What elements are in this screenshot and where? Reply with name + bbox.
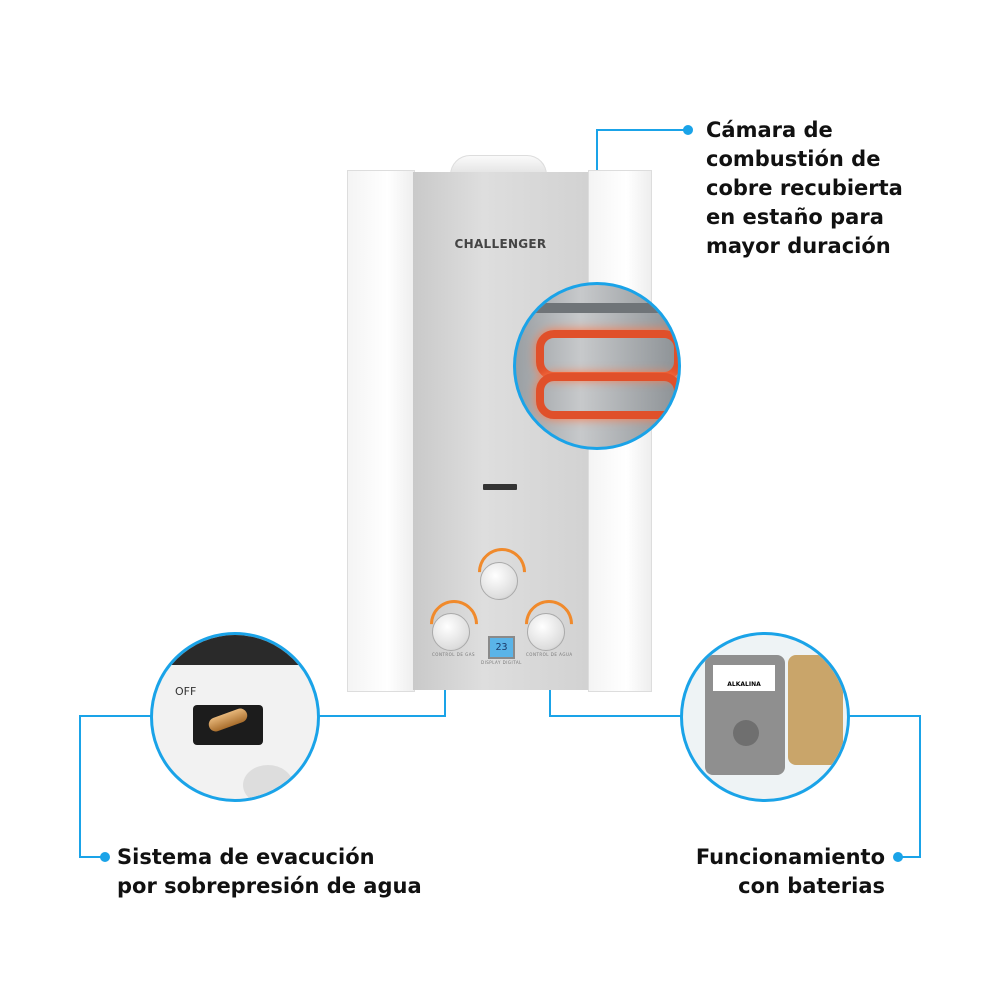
digital-display: 23 — [488, 636, 515, 659]
switch-off-label: OFF — [175, 685, 197, 698]
caption-evacuation: Sistema de evacución por sobrepresión de… — [117, 843, 422, 901]
battery-holder — [788, 655, 843, 765]
water-control-label: CONTROL DE AGUA — [526, 652, 573, 657]
caption-line: Funcionamiento — [695, 845, 885, 869]
battery-compartment-detail: ALKALINA — [680, 632, 850, 802]
battery-label: ALKALINA — [713, 665, 775, 691]
gas-control-label: CONTROL DE GAS — [432, 652, 476, 657]
copper-coil — [536, 373, 678, 419]
caption-line: en estaño para — [706, 205, 884, 229]
connector-batteries — [549, 690, 921, 858]
exhaust-slot — [483, 484, 517, 490]
gas-supply-knob[interactable] — [480, 562, 518, 600]
caption-line: por sobrepresión de agua — [117, 874, 422, 898]
caption-line: Sistema de evacución — [117, 845, 375, 869]
caption-line: Cámara de — [706, 118, 833, 142]
caption-line: con baterias — [738, 874, 885, 898]
caption-line: cobre recubierta — [706, 176, 903, 200]
caption-line: combustión de — [706, 147, 881, 171]
display-label: DISPLAY DIGITAL — [481, 660, 522, 665]
caption-line: mayor duración — [706, 234, 891, 258]
combustion-chamber-detail — [513, 282, 681, 450]
caption-batteries: Funcionamiento con baterias — [696, 843, 885, 901]
heater-left-side — [347, 170, 415, 692]
caption-combustion: Cámara de combustión de cobre recubierta… — [706, 116, 903, 261]
brand-logo: CHALLENGER — [454, 237, 547, 251]
connector-evacuation — [79, 690, 446, 858]
gas-control-knob[interactable] — [432, 613, 470, 651]
callout-dot-evacuation — [100, 852, 110, 862]
callout-dot-combustion — [683, 125, 693, 135]
callout-dot-batteries — [893, 852, 903, 862]
evacuation-system-detail: OFF — [150, 632, 320, 802]
water-control-knob[interactable] — [527, 613, 565, 651]
